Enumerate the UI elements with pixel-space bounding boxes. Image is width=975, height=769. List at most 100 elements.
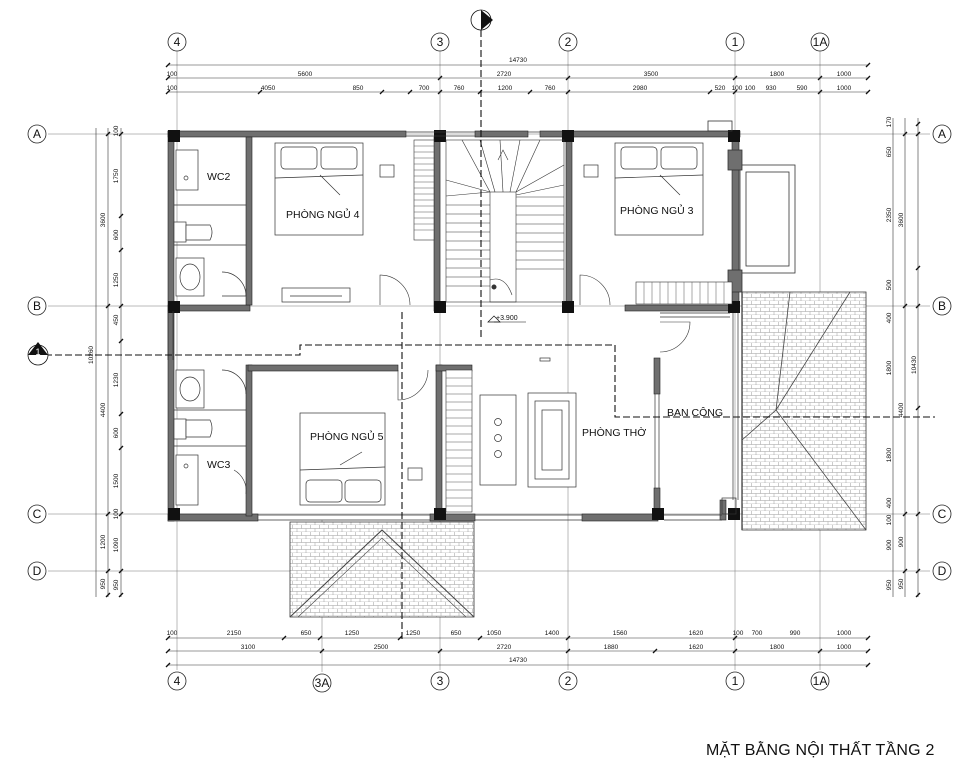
dim-left-r2-3: 950 (100, 578, 107, 589)
dim-top-r3-6: 760 (545, 85, 556, 92)
dim-top-r3-9: 100 (732, 85, 743, 92)
room-label-bedroom-5: PHÒNG NGỦ 5 (310, 430, 384, 443)
dim-right-r2-2: 900 (898, 536, 905, 547)
walls (167, 130, 741, 522)
dim-bot-r1-4: 1250 (406, 630, 421, 637)
grid-label-left-b: B (33, 299, 41, 313)
dim-bot-r2-0: 3100 (241, 644, 256, 651)
dim-right-r2-3: 950 (898, 578, 905, 589)
grid-label-left-a: A (33, 127, 41, 141)
dim-bot-r1-2: 650 (301, 630, 312, 637)
windows (167, 131, 739, 521)
wc2-fixtures (173, 149, 247, 297)
dim-right-r3-0: 170 (886, 116, 893, 127)
grid-label-left-d: D (33, 564, 42, 578)
room-label-worship: PHÒNG THỜ (582, 426, 646, 439)
dim-bot-r1-11: 700 (752, 630, 763, 637)
dim-right-r3-3: 500 (886, 279, 893, 290)
room-label-bedroom-4: PHÒNG NGỦ 4 (286, 208, 360, 221)
section-mark-2: 2 (470, 9, 493, 31)
dimension-texts-top: 14730 100 5600 2720 3500 1800 1000 100 4… (167, 57, 852, 92)
dim-top-r3-3: 700 (419, 85, 430, 92)
dim-top-r3-1: 4050 (261, 85, 276, 92)
dim-left-r3-3: 1250 (113, 272, 120, 287)
dimension-texts-bottom: 100 2150 650 1250 1250 650 1050 1400 156… (167, 630, 852, 664)
room-labels: WC2 WC3 PHÒNG NGỦ 4 PHÒNG NGỦ 3 PHÒNG NG… (207, 171, 723, 471)
grid-label-top-3: 3 (437, 35, 444, 49)
dim-bot-r1-5: 650 (451, 630, 462, 637)
grid-label-right-c: C (938, 507, 947, 521)
dim-top-r2-0: 100 (167, 71, 178, 78)
dim-top-r3-12: 590 (797, 85, 808, 92)
dimension-texts-right: 10430 3600 4400 900 950 170 650 2350 500… (886, 116, 918, 590)
dim-top-r2-3: 3500 (644, 71, 659, 78)
dim-left-r3-2: 600 (113, 229, 120, 240)
grid-label-right-a: A (938, 127, 946, 141)
dim-top-r3-2: 850 (353, 85, 364, 92)
dim-top-r2-1: 5600 (298, 71, 313, 78)
wc3-fixtures (173, 369, 247, 506)
section-mark-2-label: 2 (483, 17, 493, 22)
dim-bot-r1-10: 100 (733, 630, 744, 637)
dim-top-r2-4: 1800 (770, 71, 785, 78)
dim-right-r3-6: 1800 (886, 447, 893, 462)
dimension-ticks (105, 62, 921, 668)
dim-right-r3-9: 900 (886, 539, 893, 550)
dim-bot-r1-6: 1050 (487, 630, 502, 637)
dim-bot-r2-6: 1000 (837, 644, 852, 651)
dim-top-r2-5: 1000 (837, 71, 852, 78)
section-mark-1-label: 1 (35, 347, 40, 357)
dim-bot-r2-2: 2720 (497, 644, 512, 651)
roof-bottom (289, 521, 475, 618)
dim-right-r3-5: 1800 (886, 360, 893, 375)
dim-left-r3-4: 450 (113, 314, 120, 325)
altar-furniture (479, 357, 577, 488)
dim-bot-r1-8: 1560 (613, 630, 628, 637)
dim-top-r2-2: 2720 (497, 71, 512, 78)
grid-label-bottom-3a: 3A (315, 676, 330, 690)
dim-bot-r1-0: 100 (167, 630, 178, 637)
grid-label-bottom-3: 3 (437, 674, 444, 688)
level-mark-text: +3.900 (496, 315, 518, 322)
small-balcony (707, 120, 796, 293)
grid-label-top-4: 4 (174, 35, 181, 49)
dim-bot-r1-12: 990 (790, 630, 801, 637)
dim-right-r2-1: 4400 (898, 402, 905, 417)
dim-top-r3-8: 520 (715, 85, 726, 92)
dim-right-r3-1: 650 (886, 146, 893, 157)
dim-left-r2-2: 1200 (100, 534, 107, 549)
dim-right-r3-4: 400 (886, 312, 893, 323)
dim-top-r3-4: 760 (454, 85, 465, 92)
dim-right-r3-10: 950 (886, 579, 893, 590)
dim-left-r3-9: 1090 (113, 537, 120, 552)
dim-bot-r1-13: 1000 (837, 630, 852, 637)
balcony-railing (721, 497, 737, 515)
dim-left-r3-8: 100 (113, 508, 120, 519)
dimension-lines (95, 64, 919, 666)
dim-top-r3-7: 2980 (633, 85, 648, 92)
grid-label-top-1a: 1A (813, 35, 828, 49)
dim-top-total: 14730 (509, 57, 527, 64)
dim-bot-total: 14730 (509, 657, 527, 664)
dim-right-r2-0: 3600 (898, 212, 905, 227)
dim-right-r3-2: 2350 (886, 207, 893, 222)
dim-bot-r1-9: 1620 (689, 630, 704, 637)
dim-left-r3-5: 1230 (113, 372, 120, 387)
wardrobe-hatching (414, 145, 725, 507)
grid-label-top-2: 2 (565, 35, 572, 49)
dim-left-r3-6: 600 (113, 427, 120, 438)
door-swings (233, 274, 691, 495)
grid-label-bottom-2: 2 (565, 674, 572, 688)
grid-label-bottom-4: 4 (174, 674, 181, 688)
grid-label-left-c: C (33, 507, 42, 521)
room-label-bedroom-3: PHÒNG NGỦ 3 (620, 204, 694, 217)
grid-label-bottom-1a: 1A (813, 674, 828, 688)
dim-bot-r2-3: 1880 (604, 644, 619, 651)
dim-bot-r1-7: 1400 (545, 630, 560, 637)
dim-left-r3-7: 1500 (113, 473, 120, 488)
room-label-balcony: BAN CÔNG (667, 406, 723, 419)
grid-labels: 4 3 2 1 1A 4 3A 3 2 1 1A A B C D A B C D (33, 35, 947, 690)
dim-top-r3-11: 930 (766, 85, 777, 92)
dim-right-r3-7: 400 (886, 497, 893, 508)
